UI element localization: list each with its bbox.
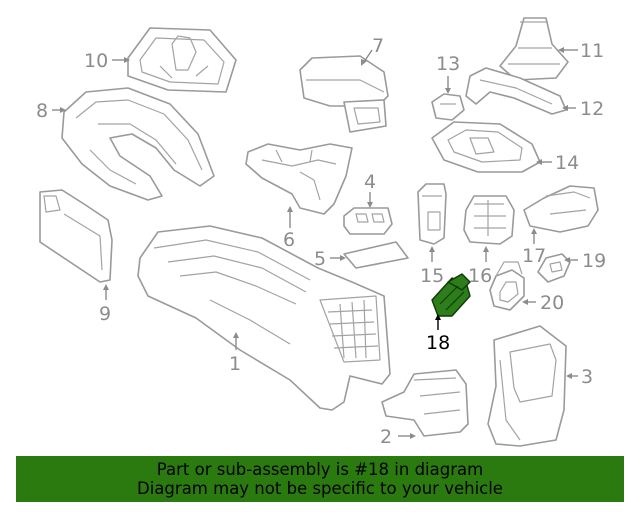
callout-17: 17: [522, 245, 546, 267]
callout-5: 5: [314, 248, 326, 270]
part-7-armrest-lid: [299, 55, 389, 133]
callout-10: 10: [84, 50, 108, 72]
callout-19: 19: [582, 250, 606, 272]
banner-line-1: Part or sub-assembly is #18 in diagram: [156, 460, 484, 479]
callout-20: 20: [540, 292, 564, 314]
part-3-side-cover: [487, 325, 567, 447]
parts-diagram: 10 7 8 6 4 5 9 1 11 12 13 14 15 16 17 19…: [36, 17, 606, 448]
part-13-clip: [431, 93, 465, 121]
callout-6: 6: [283, 229, 295, 251]
part-14-shift-panel: [431, 121, 541, 173]
callout-1: 1: [229, 353, 241, 375]
part-1-console-body: [137, 225, 391, 411]
callout-11: 11: [580, 40, 604, 62]
leader-lines: [52, 47, 578, 439]
part-11-shift-boot: [499, 17, 569, 81]
part-16-switch-assembly: [463, 195, 515, 245]
part-6-console-box: [245, 143, 353, 215]
part-18-highlighted: [431, 273, 471, 317]
banner-line-2: Diagram may not be specific to your vehi…: [137, 479, 503, 498]
callout-16: 16: [468, 265, 492, 287]
callout-7: 7: [372, 35, 384, 57]
callout-13: 13: [436, 53, 460, 75]
part-15-module: [417, 183, 447, 245]
part-20-power-outlet: [489, 261, 525, 311]
callout-12: 12: [580, 98, 604, 120]
part-9-side-panel: [39, 189, 113, 283]
part-17-bracket: [523, 185, 599, 233]
part-12-trim-strip: [465, 67, 567, 115]
callout-4: 4: [364, 171, 376, 193]
callout-8: 8: [36, 100, 48, 122]
part-2-bracket: [381, 369, 469, 437]
part-5-pad: [343, 241, 409, 269]
callout-3: 3: [581, 366, 593, 388]
callout-18: 18: [426, 332, 450, 354]
part-8-console-bezel: [61, 87, 215, 201]
info-banner: Part or sub-assembly is #18 in diagram D…: [16, 456, 624, 502]
callout-2: 2: [380, 426, 392, 448]
callout-9: 9: [99, 303, 111, 325]
part-4-switch: [343, 207, 393, 235]
callout-14: 14: [555, 152, 579, 174]
callout-labels: 10 7 8 6 4 5 9 1 11 12 13 14 15 16 17 19…: [36, 35, 606, 448]
part-10-shift-trim: [127, 27, 237, 93]
callout-15: 15: [420, 265, 444, 287]
